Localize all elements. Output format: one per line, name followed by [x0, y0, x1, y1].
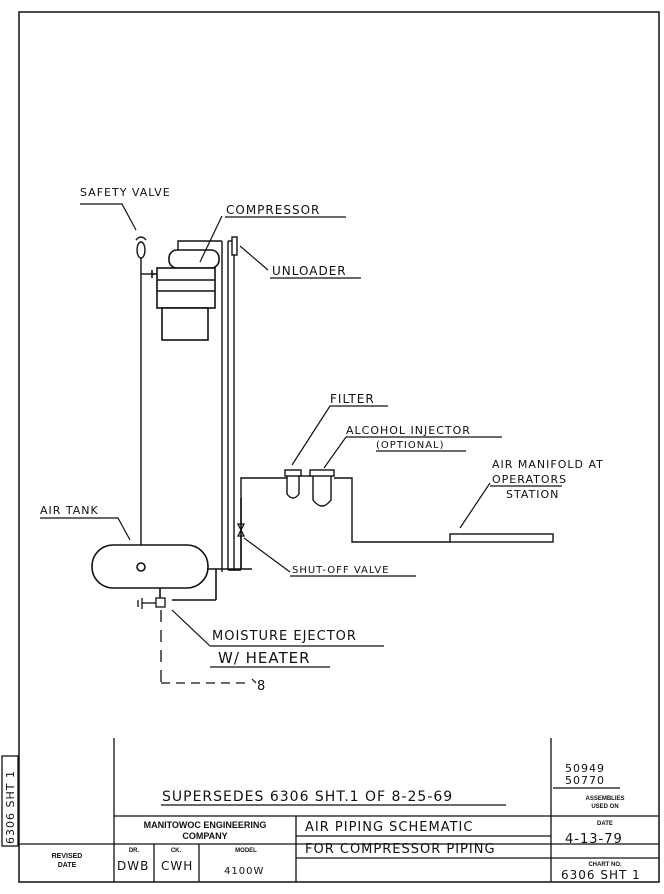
- label-compressor: COMPRESSOR: [226, 203, 320, 217]
- label-with-heater: W/ HEATER: [218, 649, 311, 667]
- model-label: MODEL: [235, 848, 257, 854]
- title-block-lines: [19, 738, 659, 882]
- dr-label: DR.: [129, 848, 140, 854]
- label-filter: FILTER: [330, 392, 375, 406]
- revised-label: REVISED: [52, 853, 83, 860]
- date-value: 4-13-79: [565, 832, 623, 847]
- ck-label: CK.: [171, 848, 182, 854]
- drawing-title-line1: AIR PIPING SCHEMATIC: [305, 820, 473, 835]
- company-name-line1: MANITOWOC ENGINEERING: [144, 820, 267, 830]
- label-optional: (OPTIONAL): [376, 440, 445, 451]
- ck-value: CWH: [161, 859, 193, 873]
- label-safety-valve: SAFETY VALVE: [80, 186, 171, 199]
- model-value: 4100W: [224, 866, 264, 877]
- dr-value: DWB: [117, 859, 149, 873]
- sheet-border: [18, 11, 660, 883]
- assembly-number-2: 50770: [565, 774, 605, 787]
- shutoff-valve-symbol: [236, 498, 246, 569]
- moisture-ejector-symbol: [137, 597, 250, 684]
- label-moisture-ejector: MOISTURE EJECTOR: [212, 629, 357, 644]
- label-alcohol-injector: ALCOHOL INJECTOR: [346, 424, 471, 437]
- chart-no-value: 6306 SHT 1: [561, 868, 641, 882]
- leader-lines: [40, 203, 491, 647]
- assembly-number-1: 50949: [565, 762, 605, 775]
- used-on-label: USED ON: [591, 804, 618, 810]
- side-tab-chart-number: 6306 SHT 1: [4, 770, 17, 844]
- assemblies-label: ASSEMBLIES: [585, 796, 624, 802]
- filter-symbol: [284, 469, 302, 499]
- label-air-manifold-line1: AIR MANIFOLD AT: [492, 458, 604, 471]
- filter-injector-piping: [240, 475, 450, 543]
- label-shutoff-valve: SHUT-OFF VALVE: [292, 565, 390, 576]
- supersedes-note: SUPERSEDES 6306 SHT.1 OF 8-25-69: [162, 789, 453, 805]
- chart-no-label: CHART NO.: [588, 862, 622, 868]
- label-air-manifold-line2: OPERATORS: [492, 473, 567, 486]
- safety-valve-symbol: [135, 236, 152, 568]
- revised-date-label: DATE: [58, 862, 77, 869]
- label-unloader: UNLOADER: [272, 264, 347, 278]
- drawing-title-line2: FOR COMPRESSOR PIPING: [305, 842, 496, 857]
- label-air-tank: AIR TANK: [40, 504, 99, 517]
- date-label: DATE: [597, 821, 613, 827]
- side-tab-box: [1, 755, 19, 847]
- label-air-manifold-line3: STATION: [506, 488, 559, 501]
- ref-8-mark: [251, 678, 257, 684]
- company-name-line2: COMPANY: [182, 831, 227, 841]
- compressor-symbol: [151, 249, 220, 341]
- air-manifold-symbol: [449, 533, 554, 543]
- label-ref-8: 8: [257, 679, 266, 694]
- compressor-head-piping: [177, 236, 238, 572]
- alcohol-injector-symbol: [309, 469, 335, 507]
